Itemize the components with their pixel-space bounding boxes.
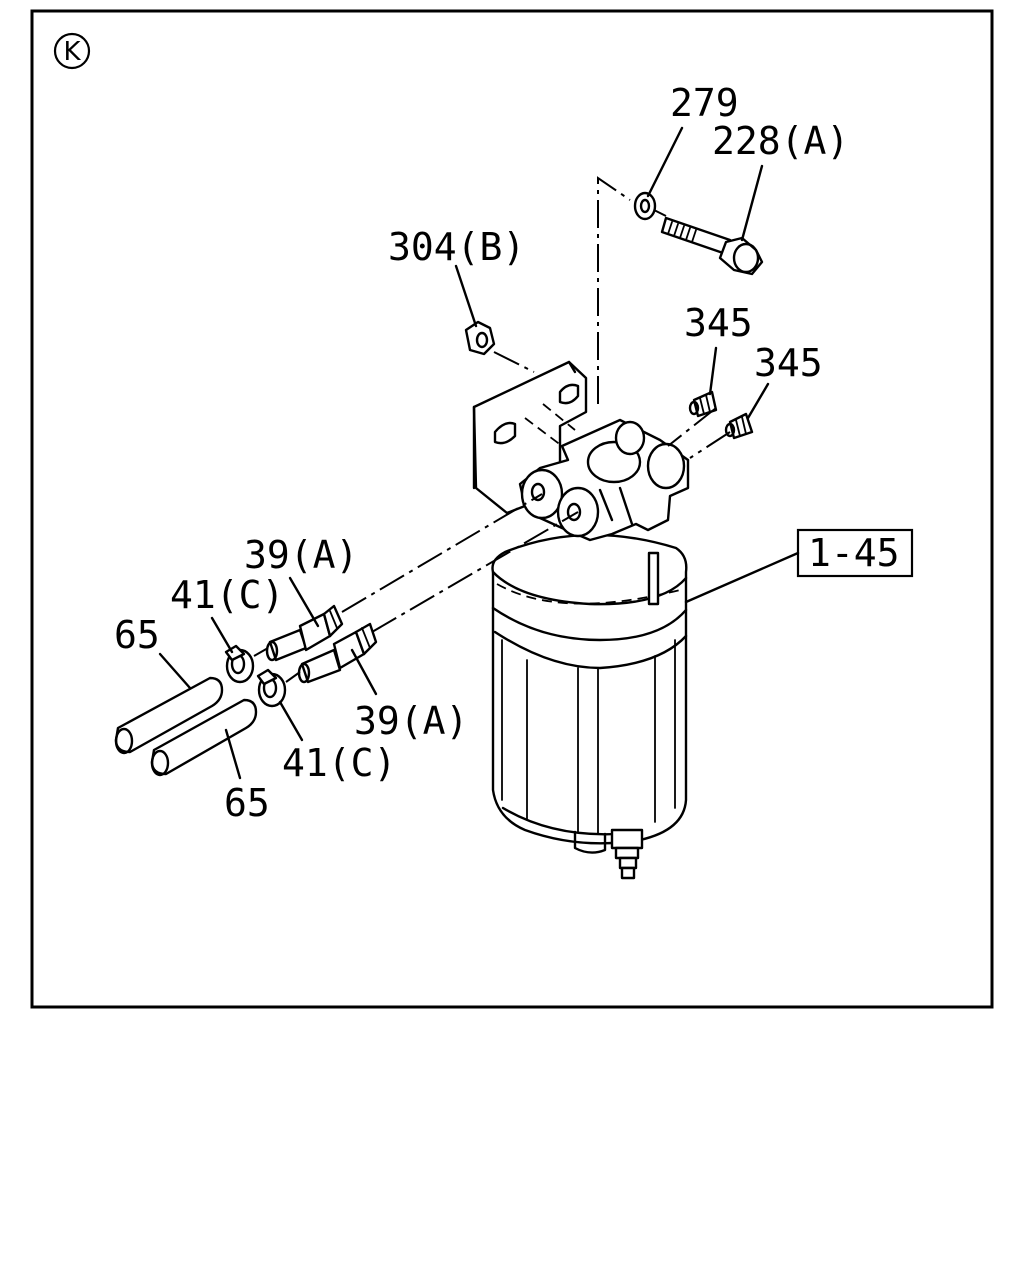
hose-65-upper <box>114 676 224 755</box>
plug-345-b <box>724 412 754 440</box>
leader-39-upper <box>288 576 320 628</box>
callout-279: 279 <box>670 81 739 125</box>
callout-1-45: 1-45 <box>808 531 900 575</box>
leader-41-upper <box>210 616 234 654</box>
callout-39a-upper: 39(A) <box>244 533 358 577</box>
callout-box-1-45 <box>796 528 914 578</box>
section-marker-letter: K <box>63 37 81 67</box>
callout-228a: 228(A) <box>712 119 849 163</box>
leader-39-lower <box>350 648 378 696</box>
drain-plug <box>610 828 644 880</box>
callout-345-lower: 345 <box>754 341 823 385</box>
callout-345-upper: 345 <box>684 301 753 345</box>
diagram-frame <box>30 9 994 1009</box>
callout-65-left: 65 <box>114 613 160 657</box>
clip-41-upper <box>224 644 255 684</box>
nut-304 <box>464 320 496 356</box>
leader-345a <box>708 346 718 396</box>
clip-41-lower <box>256 668 287 708</box>
leader-65-bottom <box>224 728 242 780</box>
leader-41-lower <box>278 700 304 742</box>
callout-304b: 304(B) <box>388 225 525 269</box>
leader-228 <box>740 164 764 242</box>
filter-bowl <box>491 533 688 880</box>
callout-65-bottom: 65 <box>224 781 270 825</box>
fitting-39-lower <box>297 622 378 684</box>
hose-65-lower <box>150 698 258 777</box>
fitting-39-upper <box>265 604 344 662</box>
leader-345b <box>746 382 770 420</box>
callout-41c-lower: 41(C) <box>282 741 396 785</box>
bolt-228 <box>660 216 764 276</box>
callout-39a-lower: 39(A) <box>354 699 468 743</box>
filter-head-bracket <box>472 360 690 542</box>
section-marker: K <box>53 32 91 70</box>
washer-279 <box>633 191 657 221</box>
leader-279 <box>646 126 684 198</box>
leader-65-left <box>158 652 192 690</box>
leader-304 <box>454 264 478 328</box>
leader-145 <box>684 551 800 604</box>
callout-41c-upper: 41(C) <box>170 573 284 617</box>
plug-345-a <box>688 390 718 418</box>
